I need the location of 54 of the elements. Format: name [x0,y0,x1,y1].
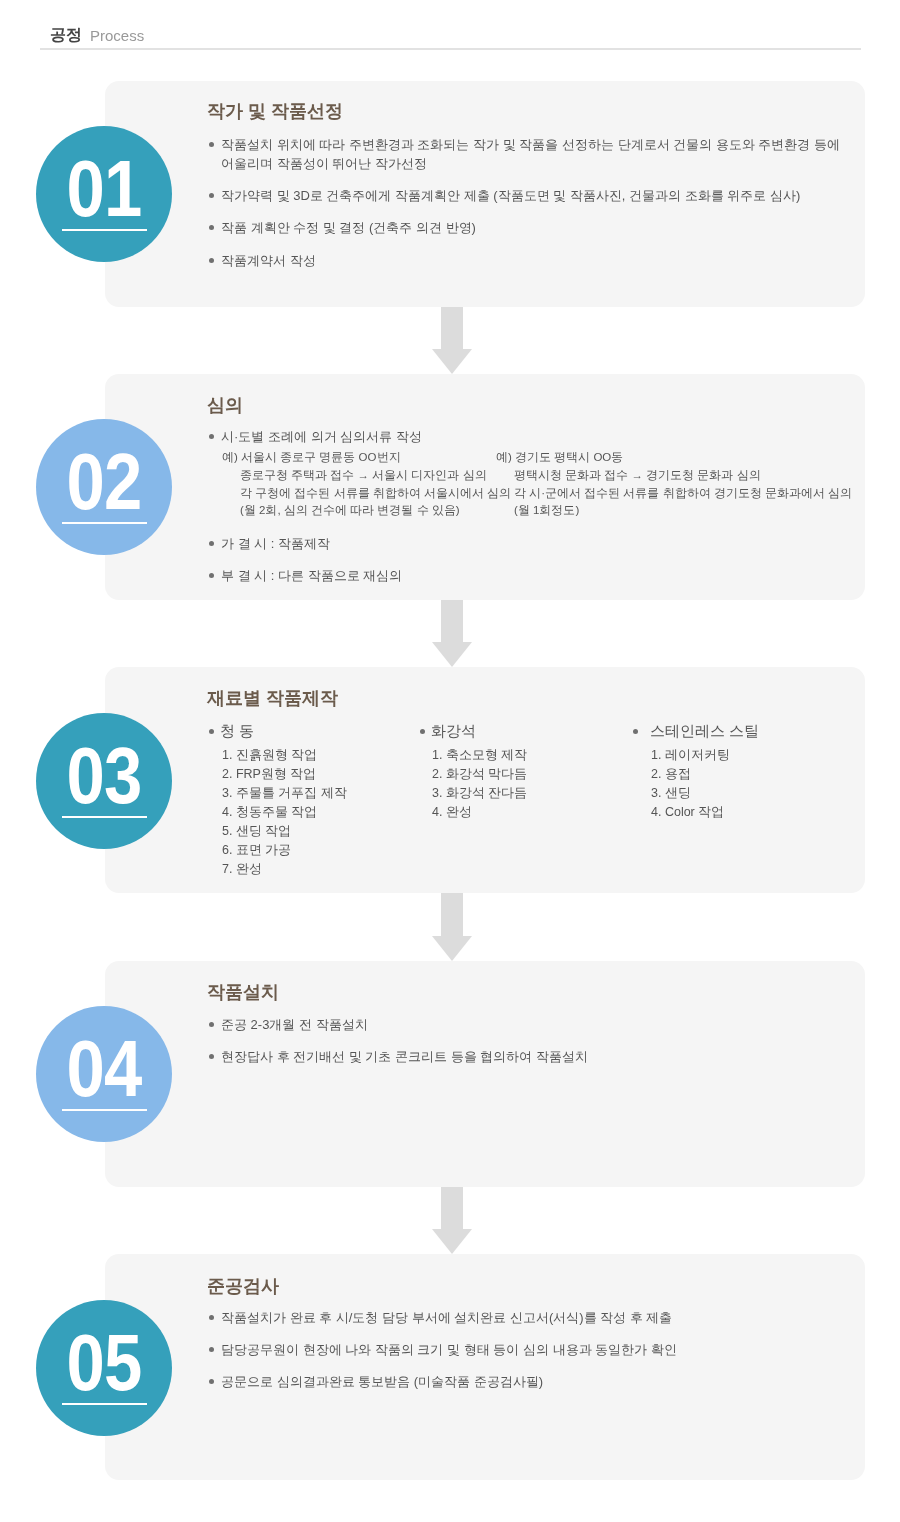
subtitle: Process [90,26,145,46]
arrow [432,1187,472,1254]
example-text: 각 구청에 접수된 서류를 취합하여 서울시에서 심의 [240,486,512,501]
step-heading: 재료별 작품제작 [207,687,338,710]
step-heading: 준공검사 [207,1275,279,1298]
step-heading: 작품설치 [207,981,279,1004]
category-heading: 청 동 [220,722,255,741]
list-item: 4. 청동주물 작업 [222,803,318,821]
bullet-text: 시·도별 조례에 의거 심의서류 작성 [221,427,423,446]
step-number: 02 [66,442,142,522]
list-item: 1. 축소모형 제작 [432,746,528,764]
bullet-text: 작품설치 위치에 따라 주변환경과 조화되는 작가 및 작품을 선정하는 단계로서 건물의 용도와 주변환경 등에 어울리며 작품성이 뛰어난 작가선정 [221,135,841,173]
bullet-text: 부 결 시 : 다른 작품으로 재심의 [221,566,404,585]
page-title: 공정 [50,25,82,45]
bullet-text: 현장답사 후 전기배선 및 기초 콘크리트 등을 협의하여 작품설치 [221,1047,589,1066]
bullet-text: 준공 2-3개월 전 작품설치 [221,1015,369,1034]
step-number: 04 [66,1029,142,1109]
arrow [432,893,472,961]
bullet-text: 작가약력 및 3D로 건축주에게 작품계획안 제출 (작품도면 및 작품사진, 건물과의 조화를 위주로 심사) [221,186,802,205]
bullet-text: 공문으로 심의결과완료 통보받음 (미술작품 준공검사필) [221,1372,545,1391]
list-item: 2. 화강석 막다듬 [432,765,528,783]
bullet-text: 담당공무원이 현장에 나와 작품의 크기 및 형태 등이 심의 내용과 동일한가 확인 [221,1340,678,1359]
list-item: 5. 샌딩 작업 [222,822,292,840]
list-item: 3. 화강석 잔다듬 [432,784,528,802]
arrow [432,307,472,374]
bullet-text: 작품 계획안 수정 및 결정 (건축주 의견 반영) [221,218,477,237]
list-item: 4. 완성 [432,803,472,821]
arrow [432,600,472,667]
example-text: 예) 경기도 평택시 OO동 [496,450,624,465]
list-item: 6. 표면 가공 [222,841,292,859]
list-item: 2. FRP원형 작업 [222,765,317,783]
category-heading: 스테인레스 스틸 [650,722,760,741]
list-item: 1. 진흙원형 작업 [222,746,318,764]
step-number: 01 [66,149,142,229]
bullet-text: 작품설치가 완료 후 시/도청 담당 부서에 설치완료 신고서(서식)를 작성 후 제출 [221,1308,674,1327]
bullet-text: 작품계약서 작성 [221,251,317,270]
bullet-text: 가 결 시 : 작품제작 [221,534,332,553]
category-heading: 화강석 [431,722,476,741]
list-item: 1. 레이저커팅 [651,746,730,764]
list-item: 7. 완성 [222,860,262,878]
step-heading: 작가 및 작품선정 [207,100,343,123]
list-item: 3. 주물틀 거푸집 제작 [222,784,347,802]
example-text: 종로구청 주택과 접수 → 서울시 디자인과 심의 [240,468,487,483]
step-number: 05 [66,1323,142,1403]
list-item: 2. 용접 [651,765,691,783]
example-text: 예) 서울시 종로구 명륜동 OO번지 [222,450,401,465]
example-text: 각 시·군에서 접수된 서류를 취합하여 경기도청 문화과에서 심의 [514,486,853,501]
step-heading: 심의 [207,394,243,417]
list-item: 3. 샌딩 [651,784,691,802]
example-text: 평택시청 문화과 접수 → 경기도청 문화과 심의 [514,468,761,483]
example-text: (월 2회, 심의 건수에 따라 변경될 수 있음) [240,503,460,518]
list-item: 4. Color 작업 [651,803,725,821]
example-text: (월 1회정도) [514,503,580,518]
step-number: 03 [66,736,142,816]
